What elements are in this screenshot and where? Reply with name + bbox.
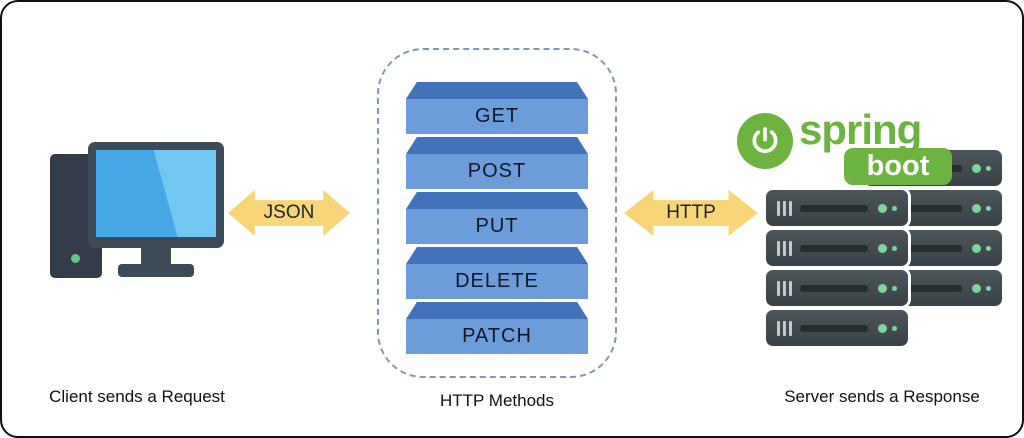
server-led-icon xyxy=(892,205,897,211)
http-methods-caption: HTTP Methods xyxy=(439,391,554,410)
http-method-put: PUT xyxy=(406,192,588,244)
http-method-delete: DELETE xyxy=(406,247,588,299)
server-led-icon xyxy=(972,283,981,293)
server-vents-icon xyxy=(777,280,792,296)
slab-top-face xyxy=(406,137,588,154)
http-method-post-label: POST xyxy=(406,154,588,189)
server-unit xyxy=(766,230,908,266)
server-unit xyxy=(766,310,908,346)
server-vents-icon xyxy=(777,320,792,336)
spring-power-icon xyxy=(737,113,793,169)
server-led-icon xyxy=(878,283,887,293)
monitor-stand-icon xyxy=(141,248,171,265)
http-methods-box xyxy=(377,48,617,378)
server-led-icon xyxy=(972,163,981,173)
spring-wordmark: spring xyxy=(799,106,922,153)
server-slot xyxy=(898,204,962,212)
server-led-icon xyxy=(972,203,981,213)
server-led-icon xyxy=(878,203,887,213)
http-method-get-label: GET xyxy=(406,99,588,134)
server-slot xyxy=(800,284,868,292)
http-method-patch: PATCH xyxy=(406,302,588,354)
server-led-icon xyxy=(892,285,897,291)
server-slot xyxy=(898,244,962,252)
boot-badge: boot xyxy=(844,148,952,185)
server-caption: Server sends a Response xyxy=(784,387,980,406)
server-slot xyxy=(898,284,962,292)
server-led-icon xyxy=(986,165,991,171)
monitor-base-icon xyxy=(118,264,194,277)
slab-top-face xyxy=(406,82,588,99)
server-slot xyxy=(800,244,868,252)
server-led-icon xyxy=(972,243,981,253)
server-slot xyxy=(800,324,868,332)
client-caption: Client sends a Request xyxy=(49,387,225,406)
slab-top-face xyxy=(406,302,588,319)
tower-power-led-icon xyxy=(71,254,80,263)
monitor-screen-icon xyxy=(96,150,216,237)
server-vents-icon xyxy=(777,240,792,256)
slab-top-face xyxy=(406,192,588,209)
json-arrow: JSON xyxy=(228,190,350,236)
server-unit xyxy=(766,190,908,226)
screen-highlight-icon xyxy=(153,150,216,237)
server-led-icon xyxy=(986,285,991,291)
slab-top-face xyxy=(406,247,588,264)
http-method-post: POST xyxy=(406,137,588,189)
http-method-delete-label: DELETE xyxy=(406,264,588,299)
server-vents-icon xyxy=(777,200,792,216)
http-method-put-label: PUT xyxy=(406,209,588,244)
json-arrow-label: JSON xyxy=(263,202,315,223)
server-led-icon xyxy=(892,325,897,331)
server-led-icon xyxy=(892,245,897,251)
server-led-icon xyxy=(986,205,991,211)
http-arrow-label: HTTP xyxy=(666,202,716,223)
server-unit xyxy=(766,270,908,306)
power-symbol-icon xyxy=(752,127,778,154)
server-led-icon xyxy=(878,323,887,333)
http-method-patch-label: PATCH xyxy=(406,319,588,354)
server-slot xyxy=(800,204,868,212)
http-arrow: HTTP xyxy=(624,190,758,236)
server-led-icon xyxy=(986,245,991,251)
server-led-icon xyxy=(878,243,887,253)
http-method-get: GET xyxy=(406,82,588,134)
